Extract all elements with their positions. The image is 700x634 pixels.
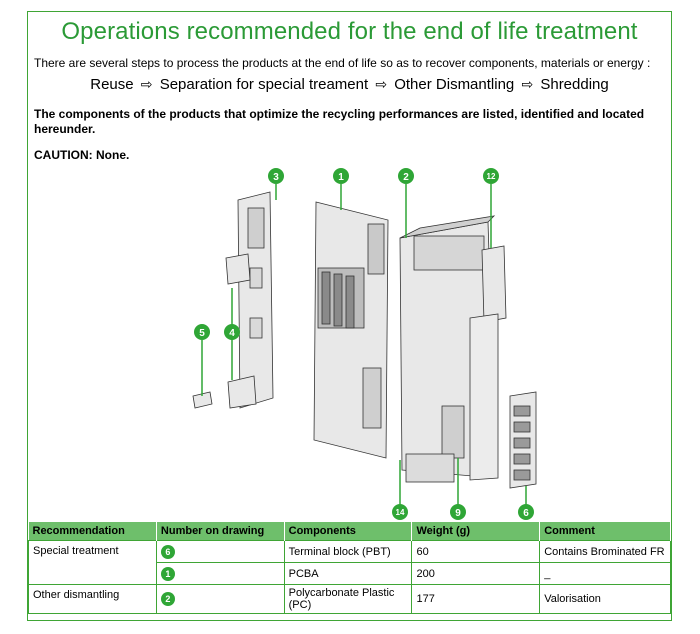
marker-12-icon	[483, 168, 499, 184]
table-row: Other dismantling 2 Polycarbonate Plasti…	[28, 584, 671, 614]
cell-comment: _	[539, 562, 671, 585]
marker-6-icon	[518, 504, 534, 520]
arrow-icon: ⇨	[375, 76, 388, 92]
cell-component: Polycarbonate Plastic (PC)	[283, 584, 413, 614]
header-number: Number on drawing	[156, 522, 285, 541]
table-row: Special treatment 6 Terminal block (PBT)…	[28, 540, 671, 585]
cell-number: 6	[155, 540, 285, 563]
latch-part	[192, 391, 213, 409]
number-badge-icon: 6	[160, 544, 175, 559]
cell-weight: 177	[411, 584, 541, 614]
marker-1-icon	[333, 168, 349, 184]
number-badge-icon: 1	[160, 566, 175, 581]
marker-2-icon	[398, 168, 414, 184]
marker-5-icon	[194, 324, 210, 340]
cell-number: 1	[155, 562, 285, 585]
marker-9-label: 9	[455, 508, 461, 519]
cell-comment: Contains Brominated FR	[539, 540, 671, 563]
marker-4-label: 4	[229, 328, 235, 339]
arrow-icon: ⇨	[140, 76, 153, 92]
marker-14-label: 14	[396, 508, 405, 517]
table-header-row: Recommendation Number on drawing Compone…	[28, 522, 671, 541]
process-steps: Reuse ⇨ Separation for special treament …	[28, 76, 671, 93]
number-badge-icon: 2	[160, 592, 175, 606]
header-weight: Weight (g)	[411, 522, 541, 541]
cell-number: 2	[155, 584, 285, 614]
header-recommendation: Recommendation	[28, 522, 157, 541]
marker-9-icon	[450, 504, 466, 520]
header-comment: Comment	[539, 522, 671, 541]
step-reuse: Reuse	[90, 76, 134, 93]
components-note: The components of the products that opti…	[34, 107, 645, 136]
clip-part	[227, 375, 257, 409]
document-frame: Operations recommended for the end of li…	[27, 11, 672, 621]
cell-recommendation: Special treatment	[28, 540, 157, 585]
caution-note: CAUTION: None.	[34, 148, 130, 162]
side-module-part	[481, 245, 507, 323]
header-components: Components	[284, 522, 413, 541]
marker-12-label: 12	[487, 172, 496, 181]
step-shredding: Shredding	[540, 76, 609, 93]
marker-5-label: 5	[199, 328, 205, 339]
cell-comment: Valorisation	[539, 584, 671, 614]
intro-text: There are several steps to process the p…	[34, 56, 651, 70]
marker-4-icon	[224, 324, 240, 340]
cell-recommendation: Other dismantling	[28, 584, 157, 614]
arrow-icon: ⇨	[521, 76, 534, 92]
drawing-markers: 3 1 2 12 5 4 14 9 6	[194, 168, 534, 520]
cell-weight: 200	[411, 562, 541, 585]
clip-part	[225, 253, 251, 285]
marker-2-label: 2	[403, 172, 409, 183]
cell-component: PCBA	[283, 562, 413, 585]
page-title: Operations recommended for the end of li…	[61, 18, 638, 45]
cell-component: Terminal block (PBT)	[283, 540, 413, 563]
recommendation-table: Recommendation Number on drawing Compone…	[28, 522, 671, 614]
exploded-view-svg: 3 1 2 12 5 4 14 9 6	[192, 168, 537, 520]
marker-14-icon	[392, 504, 408, 520]
cell-weight: 60	[411, 540, 541, 563]
marker-1-label: 1	[338, 172, 344, 183]
marker-3-label: 3	[273, 172, 279, 183]
exploded-view-drawing: 3 1 2 12 5 4 14 9 6	[158, 158, 538, 522]
step-separation: Separation for special treament	[159, 76, 369, 93]
step-dismantling: Other Dismantling	[394, 76, 515, 93]
marker-6-label: 6	[523, 508, 529, 519]
marker-3-icon	[268, 168, 284, 184]
